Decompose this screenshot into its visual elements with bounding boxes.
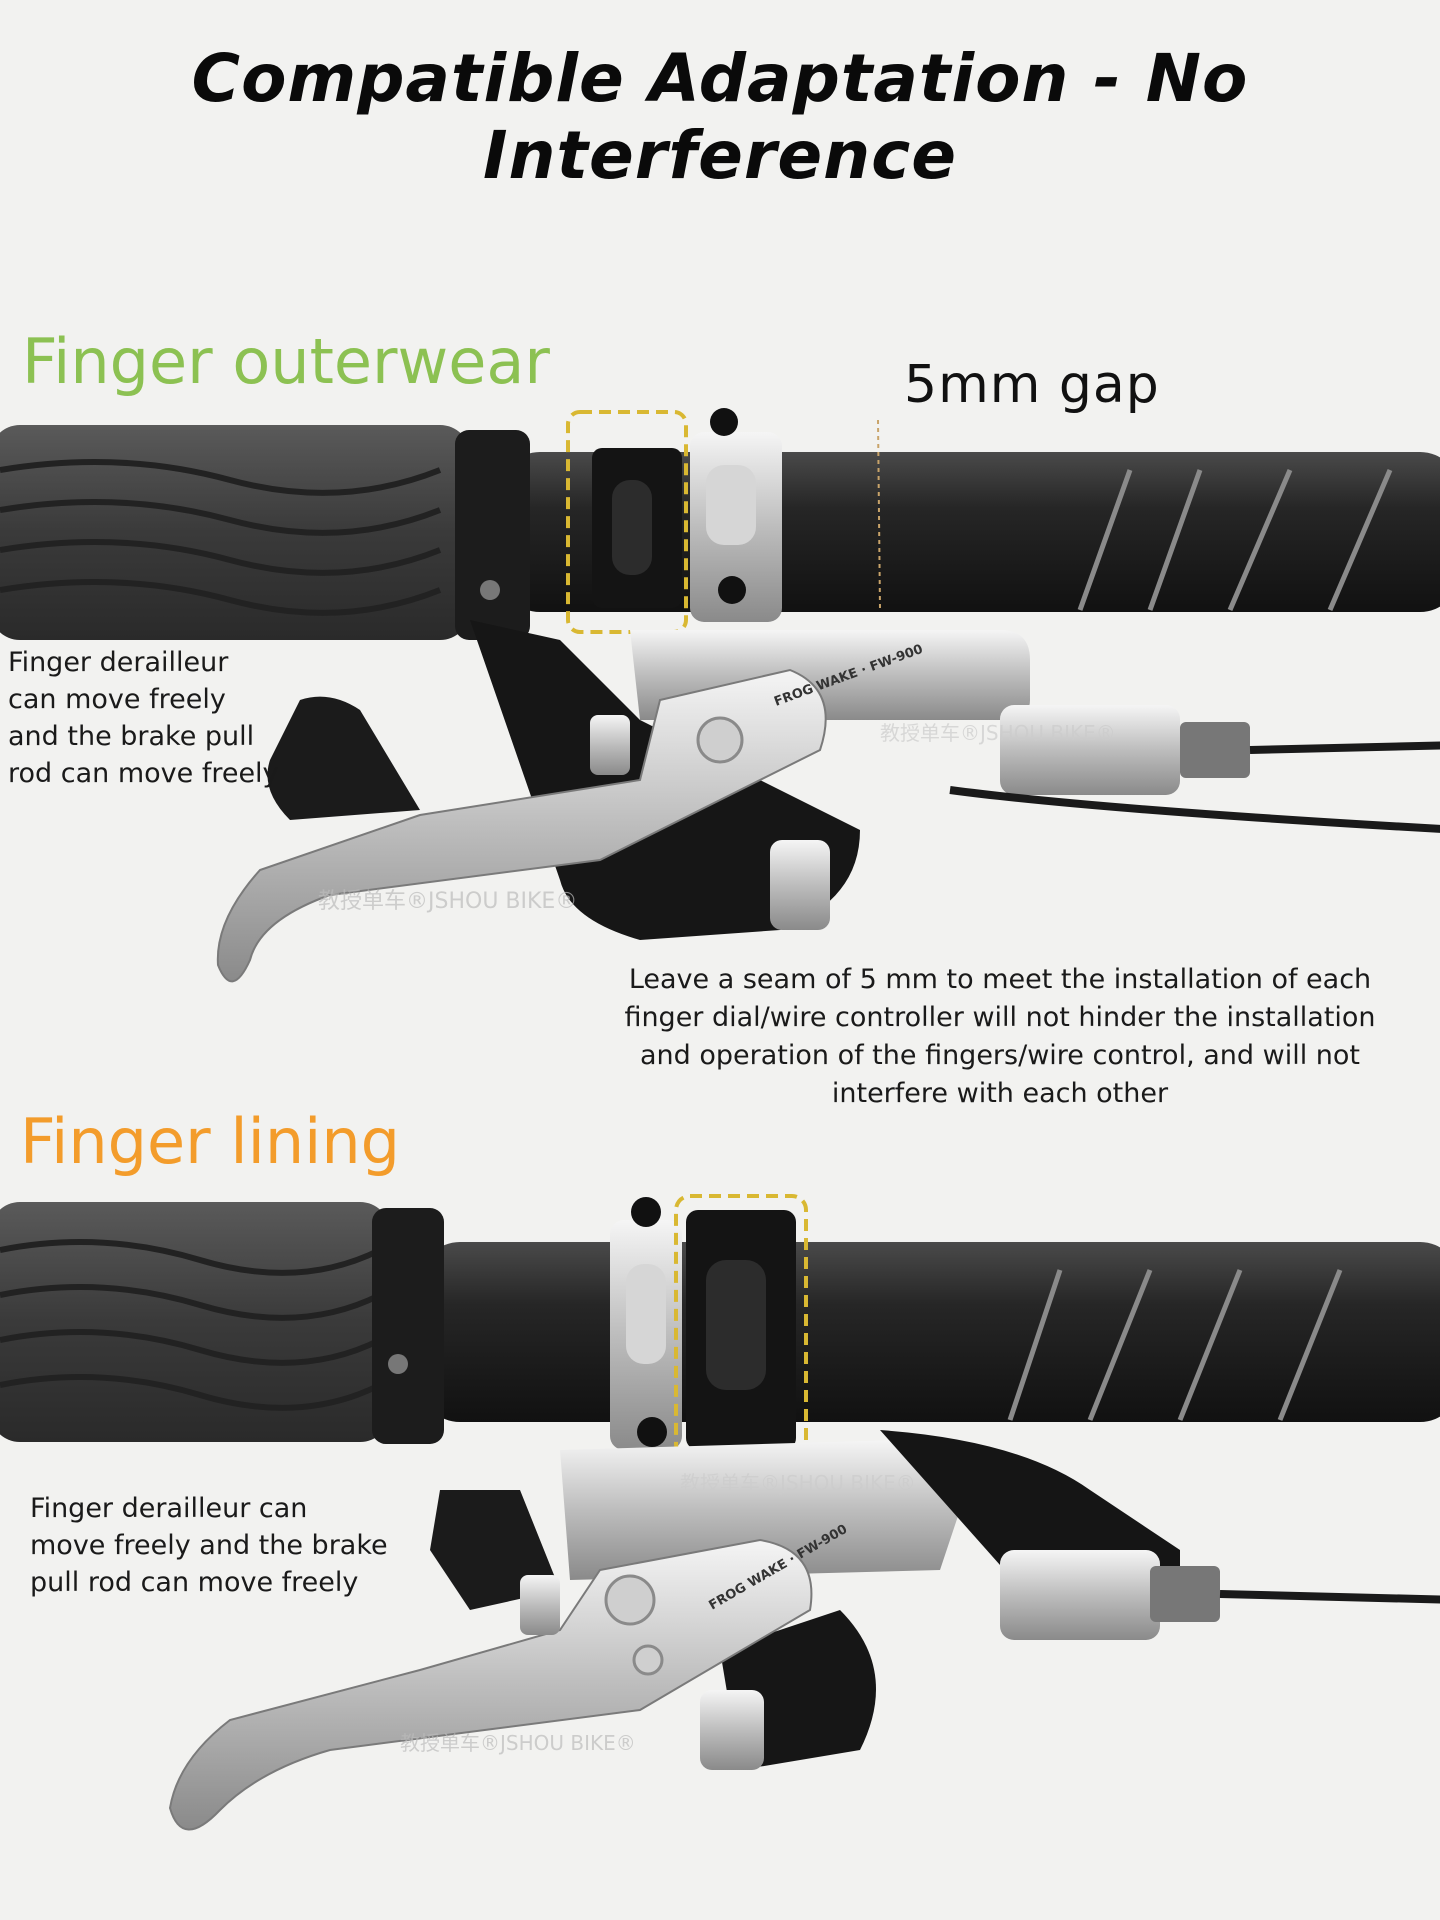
bottom-watermark-1: 教授单车®JSHOU BIKE® [680,1471,916,1495]
grip [0,1202,390,1442]
top-watermark-2: 教授单车®JSHOU BIKE® [318,889,577,914]
section-heading-lining: Finger lining [20,1105,400,1178]
side-note-line: move freely and the brake [30,1530,388,1561]
center-note-line: interfere with each other [831,1078,1169,1109]
side-note-line: Finger derailleur can [30,1493,308,1524]
side-note-outerwear: Finger derailleur can move freely and th… [8,644,308,792]
center-note-line: Leave a seam of 5 mm to meet the install… [628,964,1372,995]
side-note-line: pull rod can move freely [30,1567,359,1598]
top-handlebar-illustration: FROG WAKE · FW-900 教授单车®JSHOU BIKE® 教授单车… [0,408,1440,983]
highlight-box [566,410,688,634]
side-note-line: rod can move freely [8,758,279,789]
center-note-line: finger dial/wire controller will not hin… [624,1002,1376,1033]
handlebar [420,1242,1440,1422]
center-explanation: Leave a seam of 5 mm to meet the install… [600,961,1400,1113]
grip [0,425,470,640]
side-note-line: can move freely [8,684,226,715]
bottom-watermark-2: 教授单车®JSHOU BIKE® [400,1731,636,1755]
section-heading-outerwear: Finger outerwear [22,325,550,398]
side-note-line: and the brake pull [8,721,255,752]
side-note-lining: Finger derailleur can move freely and th… [30,1490,430,1601]
page-title: Compatible Adaptation - No Interference [191,40,1249,194]
center-note-line: and operation of the fingers/wire contro… [639,1040,1361,1071]
bottom-handlebar-illustration: FROG WAKE · FW-900 教授单车®JSHOU BIKE® 教授单车… [0,1194,1440,1831]
side-note-line: Finger derailleur [8,647,229,678]
top-watermark-1: 教授单车®JSHOU BIKE® [880,721,1116,745]
gap-label: 5mm gap [904,355,1160,415]
